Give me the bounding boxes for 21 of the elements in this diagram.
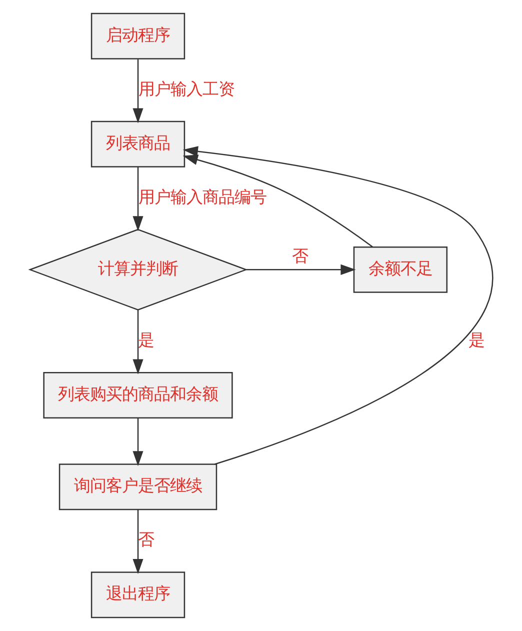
- arrow: [182, 154, 372, 248]
- arrow: [182, 146, 492, 465]
- node-box: 列表购买的商品和余额: [42, 372, 232, 418]
- arrow: [246, 264, 356, 275]
- node-box: 启动程序: [90, 12, 185, 60]
- arrow: [132, 310, 143, 374]
- edge-label: 否: [291, 246, 308, 266]
- edge-label: 是: [468, 330, 484, 350]
- node-box: 余额不足: [352, 246, 448, 293]
- arrow: [132, 166, 143, 232]
- edge-label: 用户输入工资: [138, 79, 234, 98]
- arrow: [132, 59, 143, 124]
- node-box: 列表商品: [90, 120, 185, 168]
- edge-label: 否: [138, 530, 154, 550]
- arrow: [132, 510, 143, 574]
- edge-label: 用户输入商品编号: [138, 187, 266, 206]
- node-box: 退出程序: [90, 572, 185, 618]
- arrow: [132, 418, 143, 466]
- node-diamond: 计算并判断: [28, 228, 248, 311]
- node-box: 询问客户是否继续: [58, 464, 217, 510]
- edge-label: 是: [138, 330, 154, 350]
